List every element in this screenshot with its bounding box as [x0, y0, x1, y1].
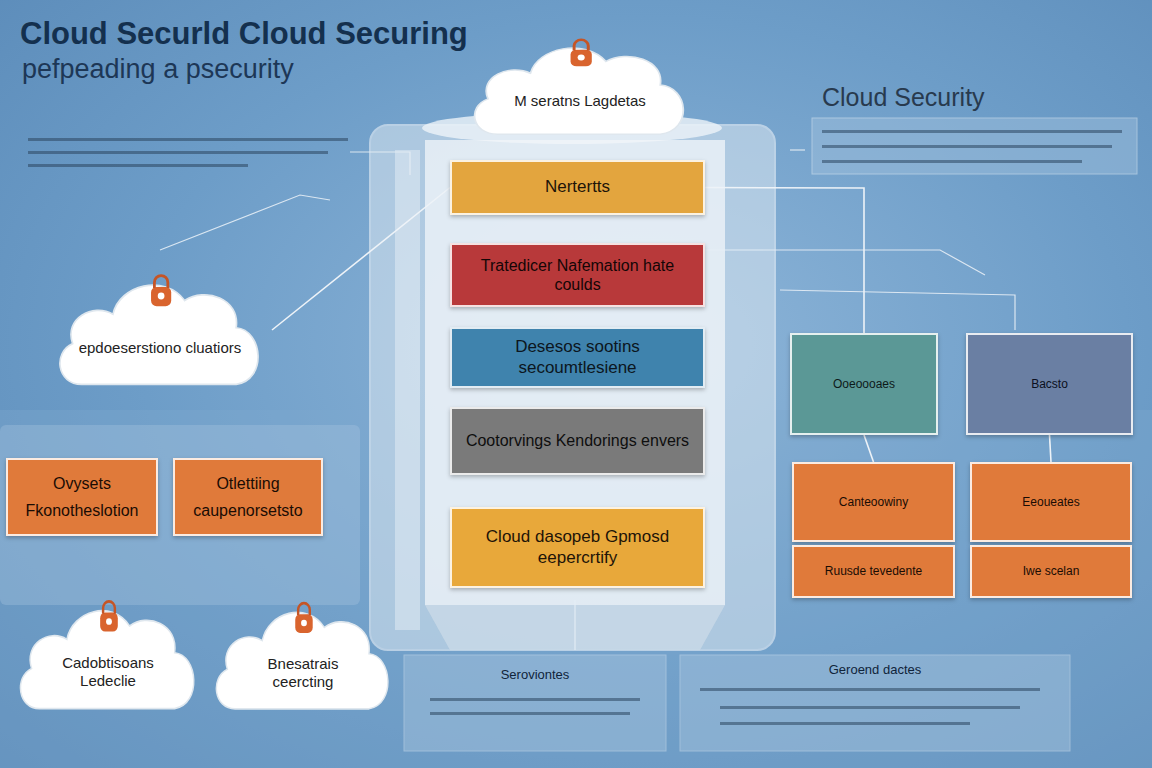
cloud-outline — [60, 285, 258, 384]
process-box: Cootorvings Kendorings envers — [450, 407, 705, 475]
panel-heading: Seroviontes — [404, 660, 666, 690]
connector-line — [705, 188, 864, 334]
cloud-node: Cadobtisoans Ledeclie — [10, 588, 206, 722]
process-box: Ruusde tevedente — [792, 545, 955, 598]
process-box: OvysetsFkonotheslotion — [6, 458, 158, 536]
node-title: Nertertts — [545, 177, 610, 197]
process-box: Bacsto — [966, 333, 1133, 435]
node-title: Seroviontes — [501, 667, 570, 683]
section-heading: Cloud Security — [822, 83, 985, 112]
cloud-shape — [48, 262, 272, 398]
text-panel — [812, 118, 1137, 174]
illegible-text — [28, 130, 1122, 725]
lock-keyhole — [158, 293, 165, 300]
cloud-outline — [475, 48, 684, 134]
glass-panel — [680, 655, 1070, 751]
lock-shackle — [574, 40, 588, 51]
cloud-outline — [20, 611, 193, 709]
lock-icon — [571, 50, 592, 67]
connector — [705, 188, 864, 334]
glass-panel — [0, 425, 360, 605]
connector — [1050, 435, 1052, 462]
lock-keyhole — [106, 618, 112, 625]
diagram-title: Cloud Securld Cloud Securing — [20, 16, 468, 52]
node-title: Iwe scelan — [1023, 564, 1080, 578]
process-box: Nertertts — [450, 160, 705, 215]
node-title: Cootorvings Kendorings envers — [466, 431, 689, 450]
node-title: Cloud dasopeb Gpmosd eepercrtify — [460, 527, 695, 568]
cloud-shape — [462, 28, 698, 146]
node-title: Ovysets — [53, 474, 111, 493]
node-title: Ruusde tevedente — [825, 564, 922, 578]
lock-shackle — [298, 603, 310, 615]
leader-lines — [160, 150, 1015, 650]
glass-panel — [404, 655, 666, 751]
node-title: Tratedicer Nafemation hate coulds — [460, 256, 695, 294]
node-title: Otlettiing — [216, 474, 279, 493]
process-box: Cloud dasopeb Gpmosd eepercrtify — [450, 507, 705, 588]
connector-line — [864, 435, 874, 462]
cloud-node: Bnesatrais ceercting — [206, 590, 400, 722]
cloud-node: M seratns Lagdetas — [462, 28, 698, 146]
subtitle: pefpeading a psecurity — [22, 54, 294, 85]
tower-panel — [425, 140, 725, 605]
node-title: M seratns Lagdetas — [514, 92, 646, 110]
lock-icon — [295, 614, 312, 633]
node-title: Ooeoooaes — [833, 377, 895, 391]
lock-shackle — [154, 276, 167, 288]
process-box: Tratedicer Nafemation hate coulds — [450, 243, 705, 307]
process-box: Otlettiing caupenorsetsto — [173, 458, 323, 536]
cloud-outline — [216, 612, 388, 708]
connector — [864, 435, 874, 462]
lock-icon — [100, 613, 118, 632]
lock-shackle — [103, 601, 115, 613]
node-title: Cadobtisoans Ledeclie — [40, 654, 176, 690]
panel-heading: Geroend dactes — [680, 655, 1070, 685]
node-title: Bnesatrais ceercting — [236, 655, 370, 691]
process-box: Desesos sootins secoumtlesiene — [450, 327, 705, 388]
cloud-node: epdoeserstiono cluatiors — [48, 262, 272, 398]
node-title: Desesos sootins secoumtlesiene — [460, 337, 695, 378]
node-body: caupenorsetsto — [193, 501, 302, 520]
connector-line — [272, 188, 450, 331]
node-title: Eeoueates — [1022, 495, 1079, 509]
connector-line — [1050, 435, 1052, 462]
node-title: Canteoowiny — [839, 495, 908, 509]
process-box: Canteoowiny — [792, 462, 955, 542]
process-box: Eeoueates — [970, 462, 1132, 542]
lock-keyhole — [301, 620, 307, 627]
node-title: epdoeserstiono cluatiors — [79, 339, 242, 357]
lock-keyhole — [578, 55, 585, 61]
node-title: Geroend dactes — [829, 662, 922, 678]
lock-icon — [151, 287, 171, 306]
connector — [272, 188, 450, 331]
node-title: Bacsto — [1031, 377, 1068, 391]
node-body: Fkonotheslotion — [26, 501, 139, 520]
process-box: Iwe scelan — [970, 545, 1132, 598]
process-box: Ooeoooaes — [790, 333, 938, 435]
